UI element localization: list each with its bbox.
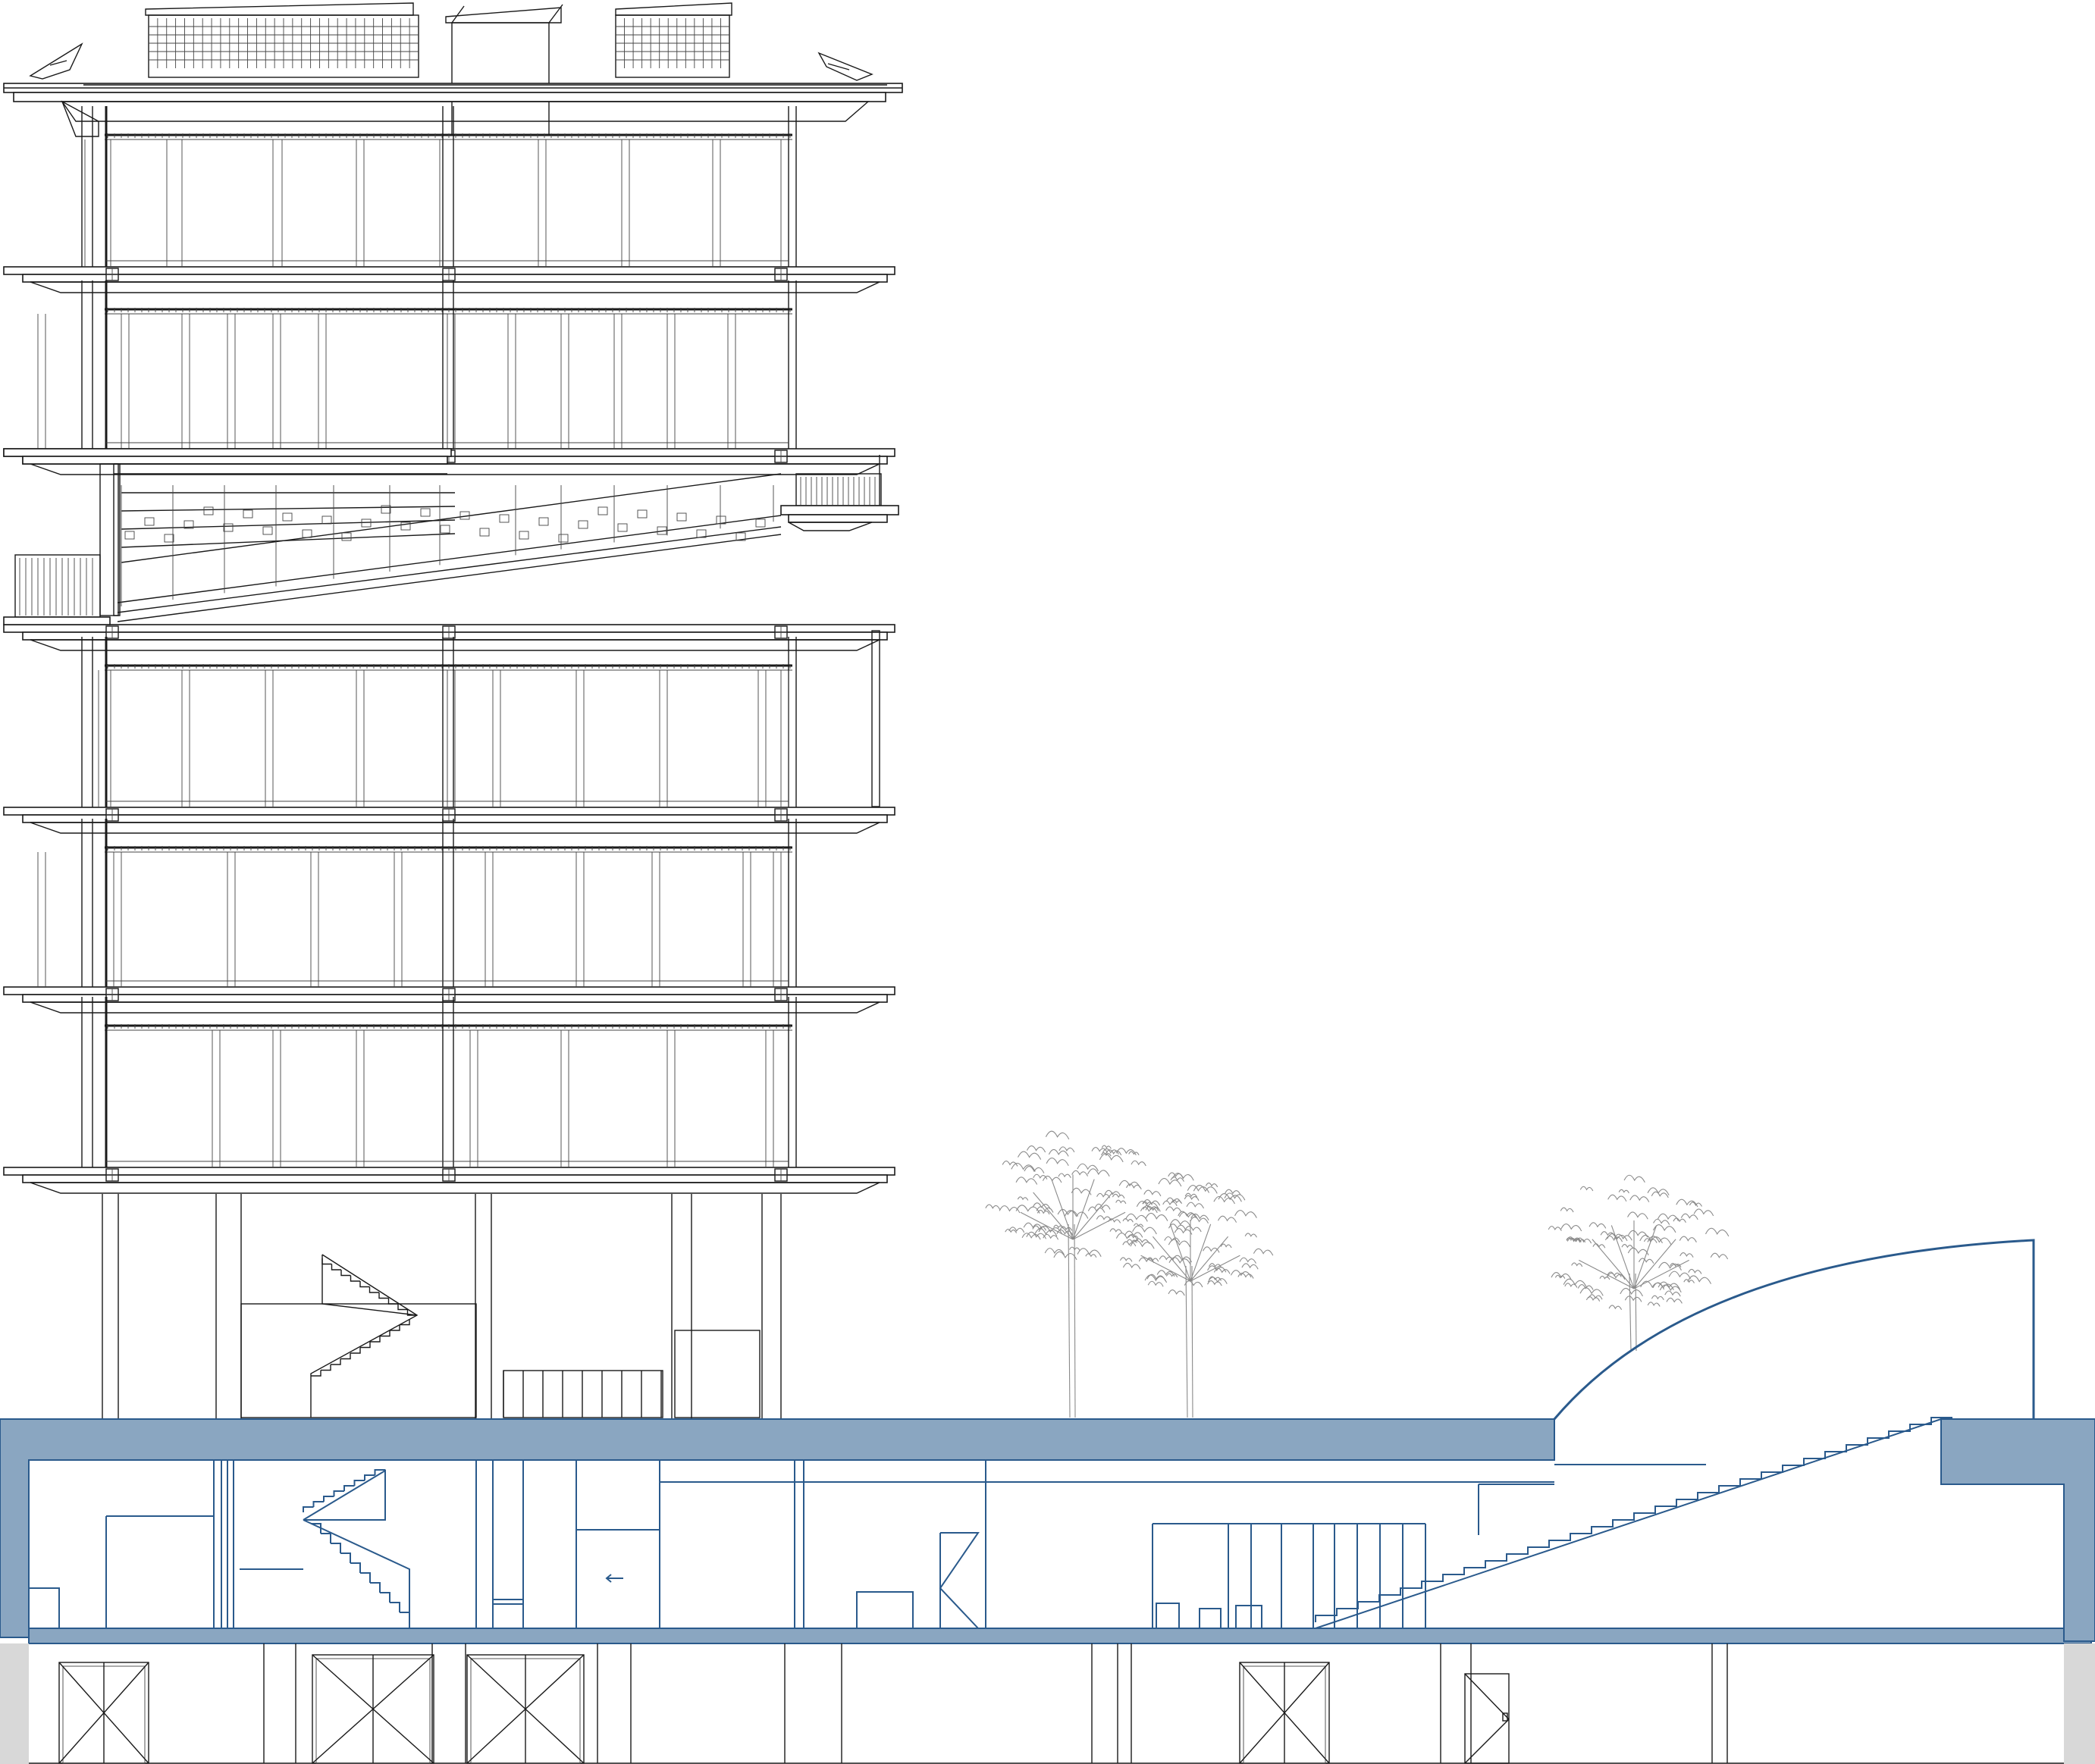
trees — [985, 1130, 1730, 1418]
roof-solar-panel-left — [29, 42, 83, 80]
floor-slab-5 — [3, 986, 895, 1014]
floor-slab-6 — [3, 1167, 895, 1194]
basement-stair — [303, 1469, 410, 1628]
tower-floor-1 — [81, 106, 797, 267]
auditorium-steps — [1315, 1417, 1952, 1622]
balcony-right — [780, 455, 899, 531]
tower-floor-5 — [81, 997, 797, 1167]
tree-1 — [985, 1130, 1161, 1418]
floor-slab-4 — [3, 807, 895, 834]
garage-door-2 — [312, 1654, 434, 1764]
lower-level — [0, 1643, 2095, 1764]
service-door — [1464, 1673, 1510, 1764]
roof-solar-panel-right — [817, 52, 873, 81]
garage-door-4 — [1239, 1662, 1330, 1764]
lobby-stair — [310, 1254, 419, 1418]
tower-floors — [3, 106, 895, 1194]
tower-floor-4 — [37, 819, 797, 987]
exit-arrow-icon — [605, 1574, 623, 1583]
skylight-right — [615, 2, 732, 78]
lobby-railing — [503, 1370, 663, 1418]
tower-floor-2 — [37, 280, 797, 449]
ground-floor-lobby — [102, 1194, 782, 1419]
balcony-left — [3, 554, 111, 625]
roof-level — [3, 2, 903, 137]
library-floor — [3, 448, 899, 625]
tower-floor-3 — [81, 637, 797, 807]
floor-slab-1 — [3, 266, 895, 293]
basement-section — [0, 1239, 2095, 1644]
floor-slab-3 — [3, 624, 895, 651]
roof-stair-tower — [445, 4, 563, 136]
tree-2 — [1115, 1172, 1274, 1418]
facade-panel-right — [871, 630, 880, 807]
garage-door-3 — [466, 1654, 585, 1764]
tree-3 — [1548, 1174, 1730, 1352]
skylight-left — [145, 2, 419, 78]
garage-door-1 — [58, 1662, 149, 1764]
